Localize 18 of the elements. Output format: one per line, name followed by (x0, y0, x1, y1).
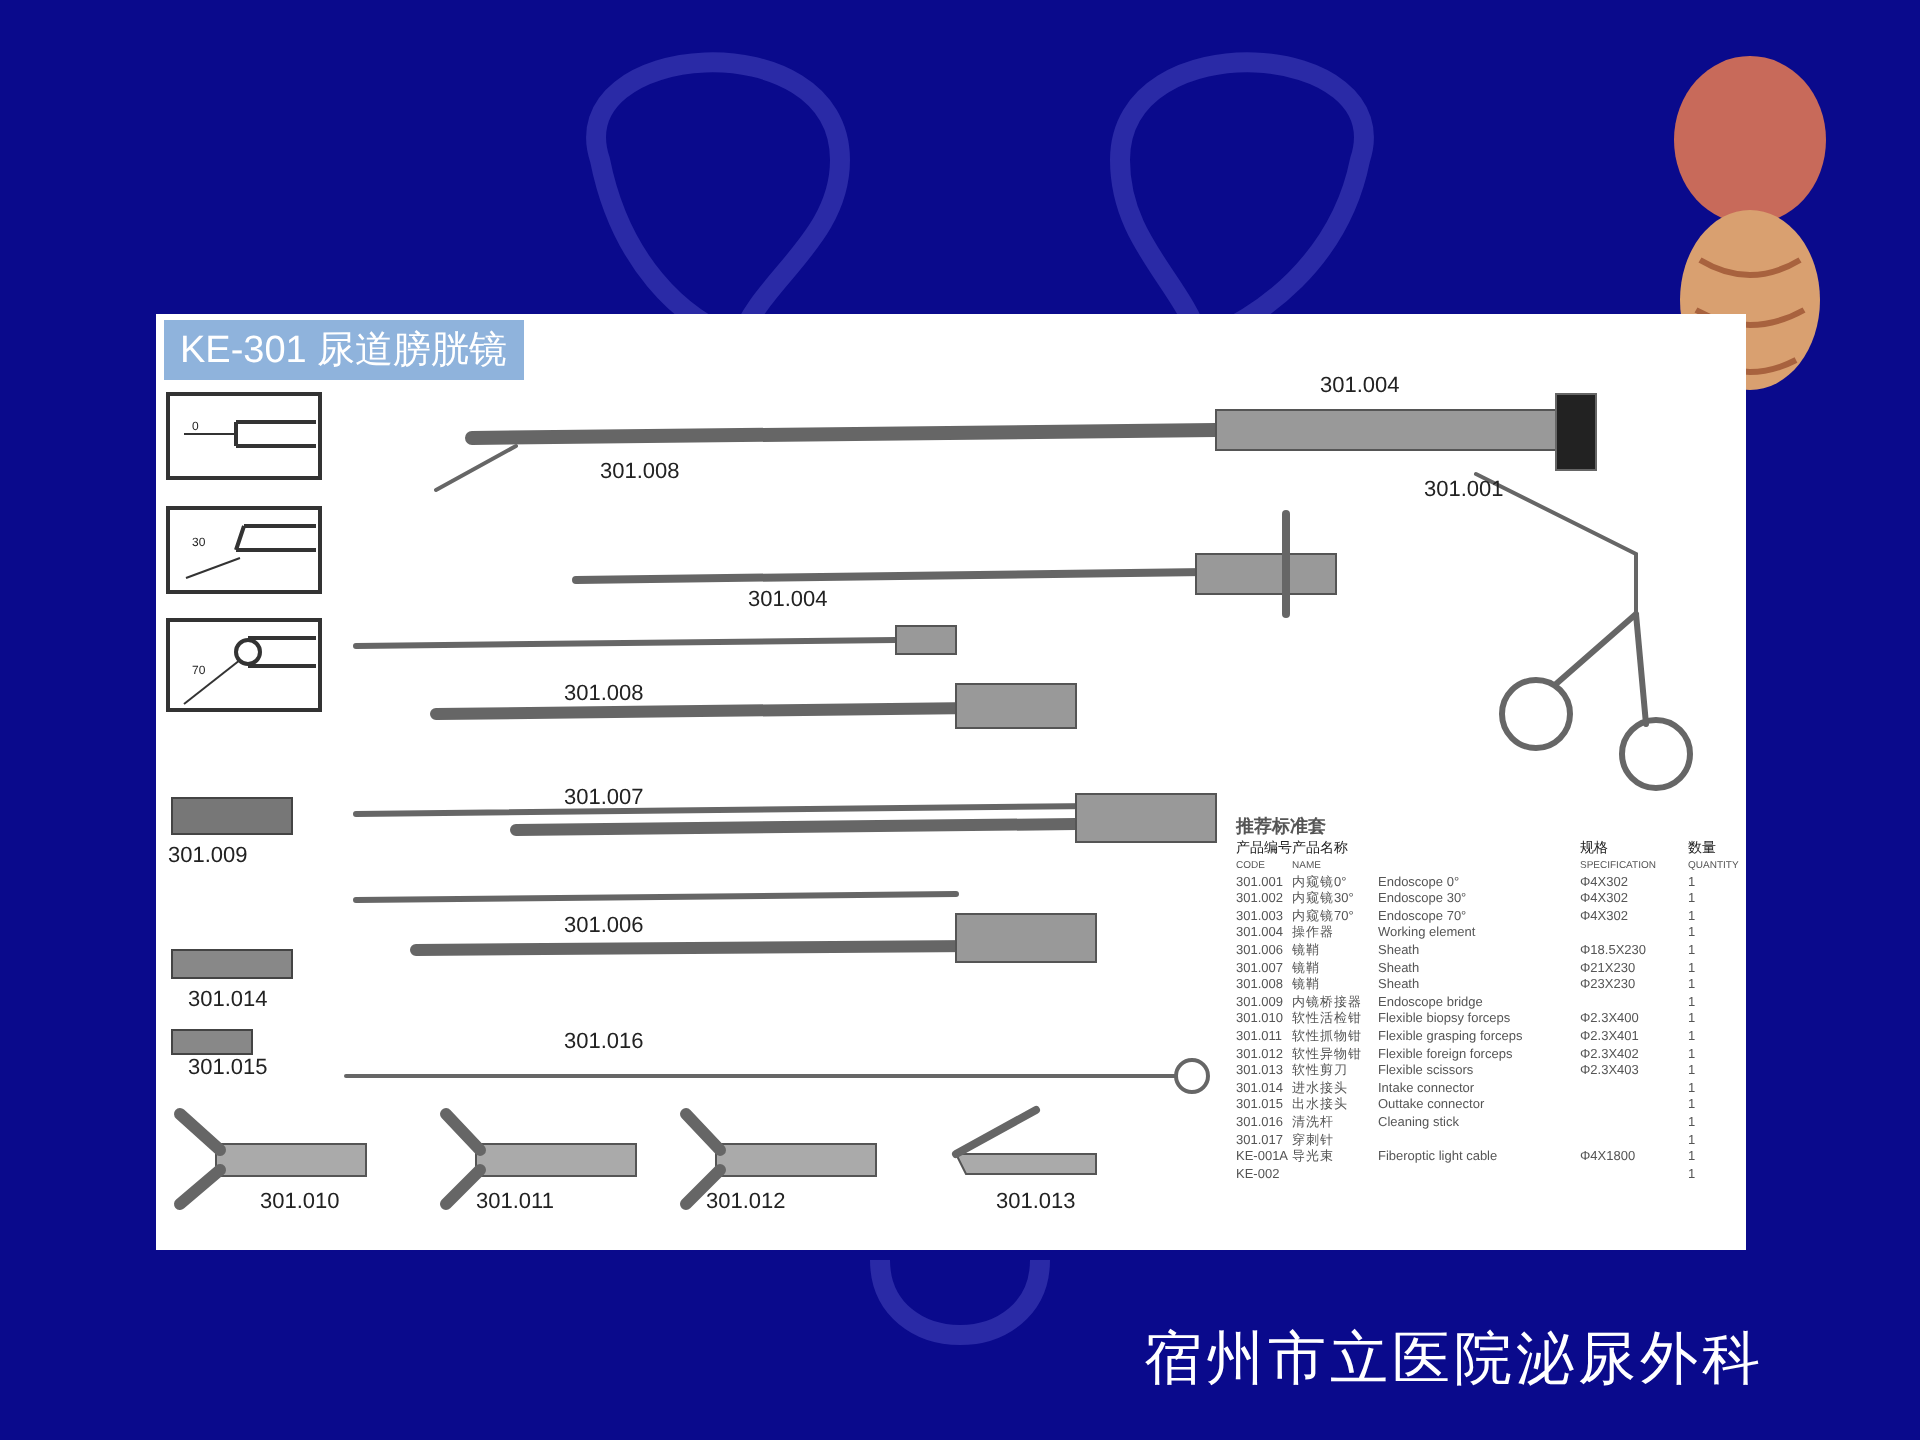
part-number: 301.009 (168, 844, 248, 868)
part-number: 301.008 (564, 682, 644, 706)
part-number: 301.006 (564, 914, 644, 938)
part-number: 301.004 (1320, 374, 1400, 398)
part-number: 301.004 (748, 588, 828, 612)
part-number: 301.007 (564, 786, 644, 810)
part-number: 301.010 (260, 1190, 340, 1214)
caption: 宿州市立医院泌尿外科 (1144, 1322, 1764, 1396)
part-number: 301.012 (706, 1190, 786, 1214)
part-number: 301.011 (476, 1190, 554, 1214)
title: KE-301 尿道膀胱镜 (164, 320, 524, 380)
part-number: 301.001 (1424, 478, 1504, 502)
part-number: 301.013 (996, 1190, 1076, 1214)
part-number: 301.014 (188, 988, 268, 1012)
part-number: 301.008 (600, 460, 680, 484)
table-heading: 推荐标准套 (1236, 818, 1326, 834)
part-number: 301.016 (564, 1030, 644, 1054)
part-number: 301.015 (188, 1056, 268, 1080)
